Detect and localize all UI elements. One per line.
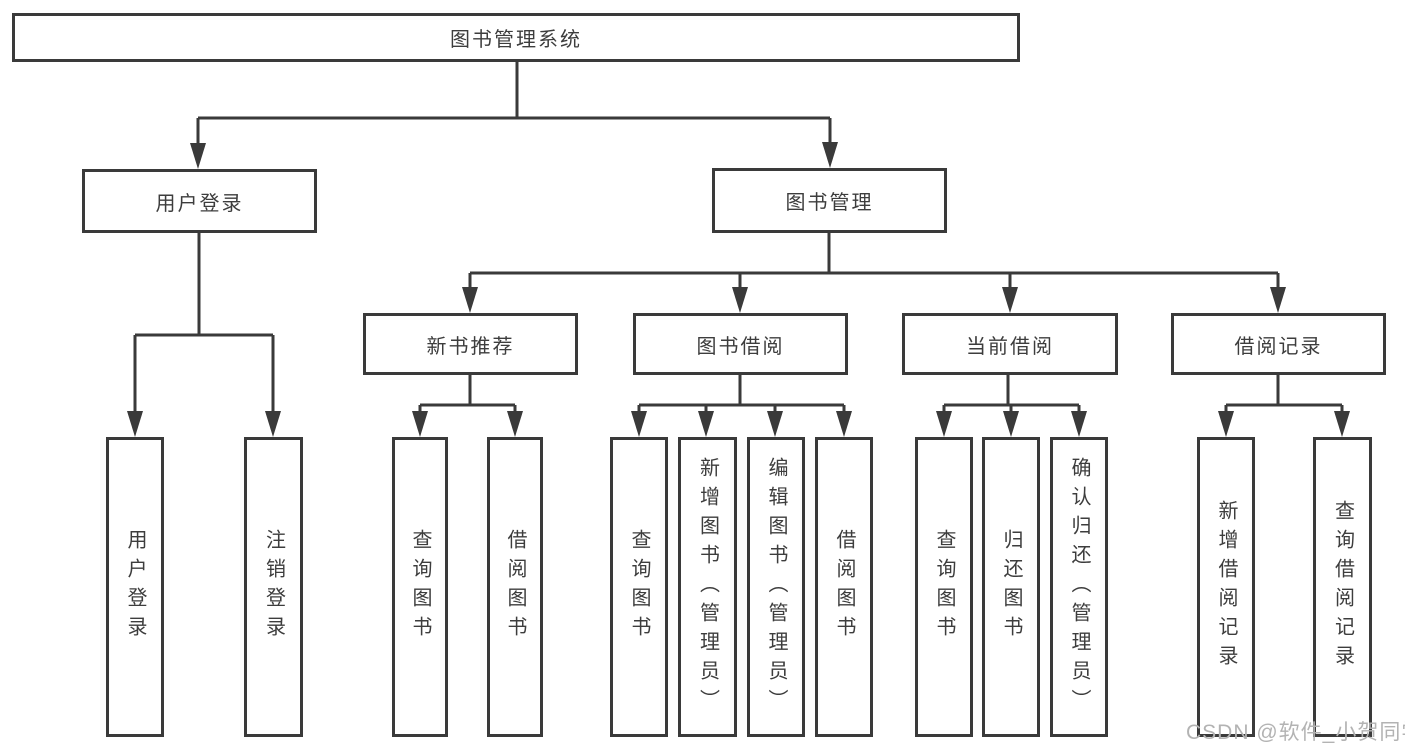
node-label: 图书借阅 (696, 335, 785, 358)
node-label: 当前借阅 (966, 335, 1054, 358)
leaf-label: 编辑图书（管理员） (765, 456, 787, 718)
leaf-label: 查询图书 (628, 529, 650, 645)
leaf-label: 查询图书 (933, 529, 955, 645)
leaf-confirm-return-admin: 确认归还（管理员） (1050, 437, 1108, 737)
leaf-label: 查询借阅记录 (1331, 500, 1354, 674)
leaf-label: 查询图书 (409, 529, 431, 645)
leaf-query-borrow-record: 查询借阅记录 (1313, 437, 1372, 737)
watermark: CSDN @软件_小贺同学 (1186, 721, 1405, 744)
node-label: 图书管理 (785, 192, 874, 214)
arrowhead-icons (127, 142, 1350, 437)
leaf-label: 确认归还（管理员） (1068, 456, 1090, 718)
node-label: 借阅记录 (1234, 335, 1323, 358)
leaf-borrow-books-recommend: 借阅图书 (487, 437, 543, 737)
leaf-return-books: 归还图书 (982, 437, 1040, 737)
leaf-borrow-books: 借阅图书 (815, 437, 873, 737)
leaf-label: 用户登录 (124, 529, 146, 645)
node-book-borrow: 图书借阅 (633, 313, 848, 375)
node-label: 用户登录 (155, 192, 244, 215)
leaf-query-books-current: 查询图书 (915, 437, 973, 737)
leaf-user-login: 用户登录 (106, 437, 164, 737)
node-current-borrow: 当前借阅 (902, 313, 1118, 375)
leaf-edit-books-admin: 编辑图书（管理员） (747, 437, 805, 737)
node-book-management: 图书管理 (712, 168, 947, 233)
leaf-query-books-recommend: 查询图书 (392, 437, 448, 737)
leaf-add-borrow-record: 新增借阅记录 (1197, 437, 1255, 737)
leaf-label: 借阅图书 (833, 529, 855, 645)
node-user-login: 用户登录 (82, 169, 317, 233)
node-borrow-records: 借阅记录 (1171, 313, 1386, 375)
node-label: 新书推荐 (426, 335, 515, 358)
node-label: 图书管理系统 (450, 29, 582, 51)
leaf-label: 注销登录 (262, 529, 285, 645)
leaf-query-books-borrow: 查询图书 (610, 437, 668, 737)
leaf-add-books-admin: 新增图书（管理员） (678, 437, 737, 737)
leaf-label: 借阅图书 (504, 529, 526, 645)
leaf-label: 归还图书 (1000, 529, 1022, 645)
leaf-logout: 注销登录 (244, 437, 303, 737)
node-new-book-recommend: 新书推荐 (363, 313, 578, 375)
leaf-label: 新增借阅记录 (1215, 500, 1237, 674)
leaf-label: 新增图书（管理员） (696, 456, 719, 718)
node-library-management-system: 图书管理系统 (12, 13, 1020, 62)
